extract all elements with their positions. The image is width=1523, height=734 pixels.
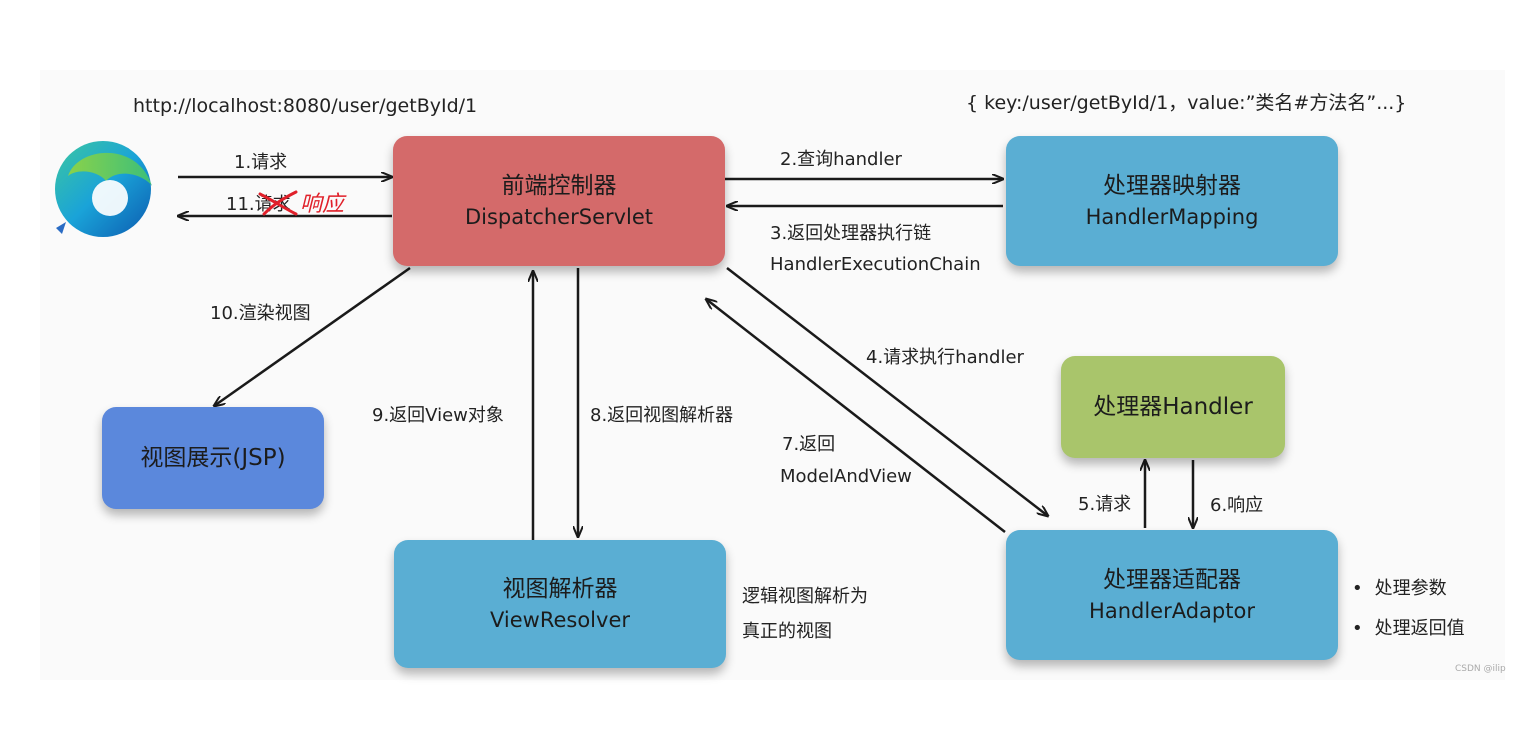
watermark: CSDN @ilip <box>1455 664 1506 674</box>
edge-label-2: 2.查询handler <box>780 149 902 170</box>
dispatcher-title: 前端控制器 <box>501 173 617 199</box>
arrow-7-return-mav <box>706 299 1006 533</box>
view-jsp-box: 视图展示(JSP) <box>102 407 324 509</box>
edge-label-11-handwritten: 响应 <box>300 192 345 217</box>
dispatcher-servlet-box: 前端控制器 DispatcherServlet <box>393 136 725 266</box>
edge-label-10: 10.渲染视图 <box>210 303 311 324</box>
edge-label-1: 1.请求 <box>234 152 288 173</box>
adaptor-subtitle: HandlerAdaptor <box>1089 599 1255 623</box>
adaptor-title: 处理器适配器 <box>1103 567 1241 593</box>
arrow-4-execute-handler <box>726 267 1048 516</box>
view-resolver-box: 视图解析器 ViewResolver <box>394 540 726 668</box>
edge-label-6: 6.响应 <box>1210 495 1264 516</box>
edge-label-11-prefix: 11.请求 <box>226 194 291 215</box>
resolver-note-line2: 真正的视图 <box>742 621 832 642</box>
edge-label-5: 5.请求 <box>1078 494 1132 515</box>
edge-label-8: 8.返回视图解析器 <box>590 405 734 426</box>
edge-label-7-line2: ModelAndView <box>780 466 912 487</box>
edge-label-4: 4.请求执行handler <box>866 347 1024 368</box>
edge-label-7-line1: 7.返回 <box>782 434 836 455</box>
resolver-note-line1: 逻辑视图解析为 <box>742 586 868 607</box>
view-title: 视图展示(JSP) <box>140 445 286 471</box>
handler-mapping-box: 处理器映射器 HandlerMapping <box>1006 136 1338 266</box>
strike-mark <box>258 190 298 216</box>
dispatcher-subtitle: DispatcherServlet <box>464 205 654 229</box>
adaptor-note-1: 处理参数 <box>1352 574 1447 600</box>
edge-browser-icon <box>55 141 152 237</box>
edge-label-9: 9.返回View对象 <box>372 405 504 426</box>
edge-label-3-line1: 3.返回处理器执行链 <box>770 223 932 244</box>
handler-title: 处理器Handler <box>1093 394 1253 420</box>
mapping-subtitle: HandlerMapping <box>1085 205 1259 229</box>
adaptor-note-2: 处理返回值 <box>1352 614 1465 640</box>
url-label: http://localhost:8080/user/getById/1 <box>133 95 478 117</box>
mapping-title: 处理器映射器 <box>1103 173 1241 199</box>
handler-box: 处理器Handler <box>1061 356 1285 458</box>
edge-label-3-line2: HandlerExecutionChain <box>770 254 981 275</box>
resolver-subtitle: ViewResolver <box>489 608 630 632</box>
handler-map-label: { key:/user/getById/1，value:”类名#方法名”...} <box>966 92 1407 114</box>
resolver-title: 视图解析器 <box>502 576 618 602</box>
arrow-10-render-view <box>214 266 411 406</box>
handler-adaptor-box: 处理器适配器 HandlerAdaptor <box>1006 530 1338 660</box>
edge-label-11: 11.请求 <box>226 190 291 216</box>
